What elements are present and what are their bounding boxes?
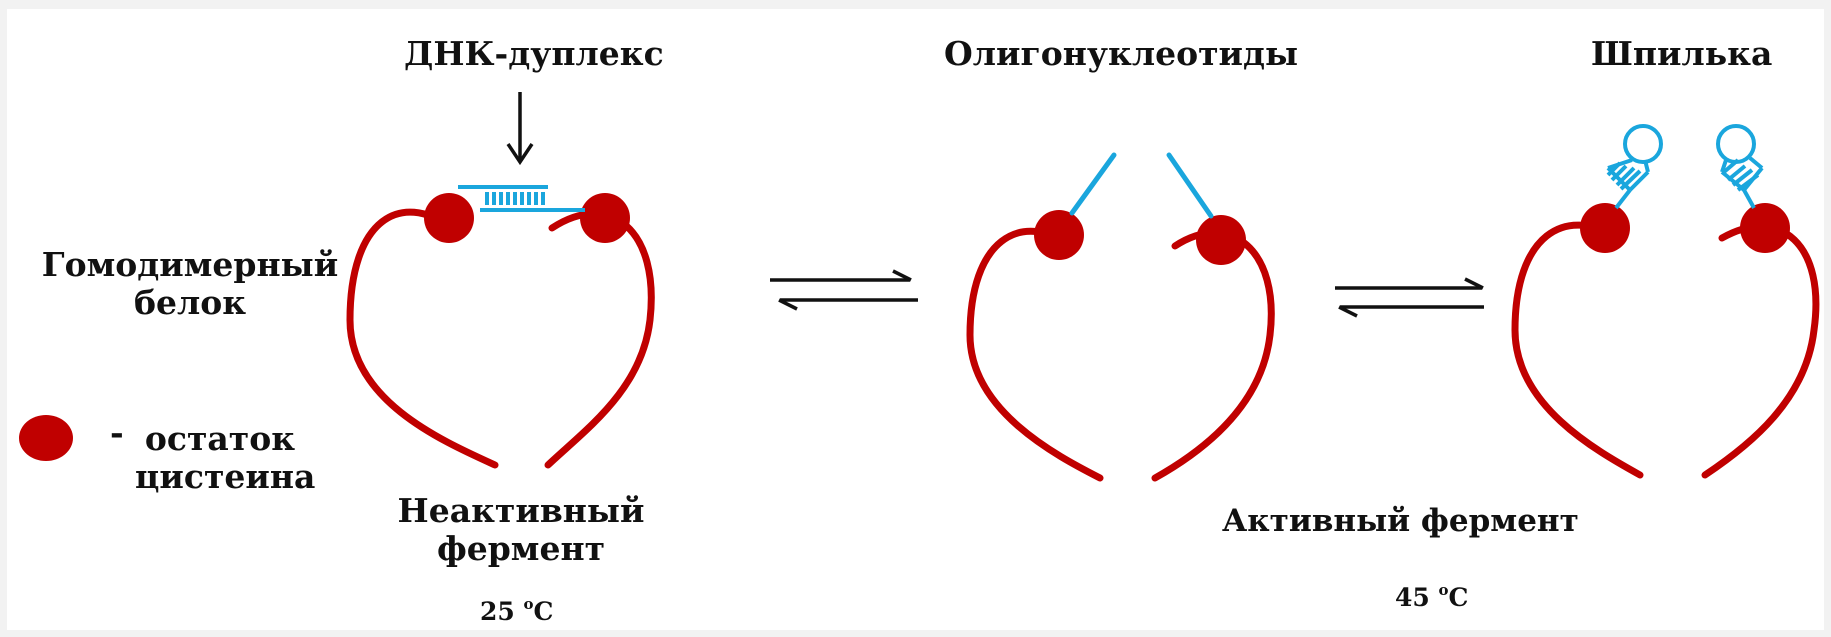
legend-line-2: цистеина	[135, 457, 315, 496]
cysteine-residue	[580, 193, 630, 243]
homodimer-line-1: Гомодимерный	[42, 245, 338, 284]
degree-symbol: o	[1439, 581, 1449, 599]
dna-duplex	[458, 187, 585, 210]
cysteine-residue	[1580, 203, 1630, 253]
protein-left-arm	[970, 231, 1100, 478]
cysteine-residue	[1740, 203, 1790, 253]
cysteine-legend-label: остаток цистеина	[135, 420, 305, 496]
cysteine-residue	[424, 193, 474, 243]
oligonucleotides-label: Олигонуклеотиды	[944, 35, 1298, 73]
legend-dash: -	[110, 414, 124, 452]
protein-right-arm	[548, 214, 651, 465]
hairpin-label: Шпилька	[1591, 35, 1772, 73]
dna-hairpin	[1608, 126, 1661, 208]
active-enzyme-label: Активный фермент	[1222, 504, 1579, 540]
homodimer-protein-label: Гомодимерный белок	[20, 246, 360, 322]
protein-oligonucleotides	[970, 155, 1271, 478]
protein-hairpin	[1515, 126, 1816, 475]
cysteine-residue	[1034, 210, 1084, 260]
homodimer-line-2: белок	[134, 283, 246, 322]
cysteine-legend-dot	[19, 415, 73, 461]
temperature-low-value: 25	[480, 597, 524, 626]
protein-right-arm	[1705, 226, 1816, 475]
temperature-unit: C	[1449, 583, 1469, 612]
temperature-unit: C	[534, 597, 554, 626]
legend-line-1: остаток	[145, 419, 295, 458]
protein-inactive	[350, 187, 651, 465]
equilibrium-arrows-2	[1335, 279, 1484, 316]
equilibrium-arrows-1	[770, 271, 918, 309]
protein-left-arm	[350, 212, 495, 465]
oligonucleotide-strand	[1169, 155, 1211, 216]
dna-hairpin	[1718, 126, 1762, 208]
dna-duplex-label: ДНК-дуплекс	[404, 35, 664, 73]
inactive-enzyme-label: Неактивный фермент	[376, 492, 666, 568]
temperature-high-value: 45	[1395, 583, 1439, 612]
inactive-line-2: фермент	[437, 529, 605, 568]
cysteine-residue	[1196, 215, 1246, 265]
pointer-arrow	[508, 92, 532, 162]
temperature-low: 25 oC	[480, 596, 553, 627]
oligonucleotide-strand	[1072, 155, 1114, 213]
degree-symbol: o	[524, 595, 534, 613]
protein-right-arm	[1155, 233, 1271, 478]
inactive-line-1: Неактивный	[398, 491, 645, 530]
temperature-high: 45 oC	[1395, 582, 1468, 613]
protein-left-arm	[1515, 225, 1640, 475]
